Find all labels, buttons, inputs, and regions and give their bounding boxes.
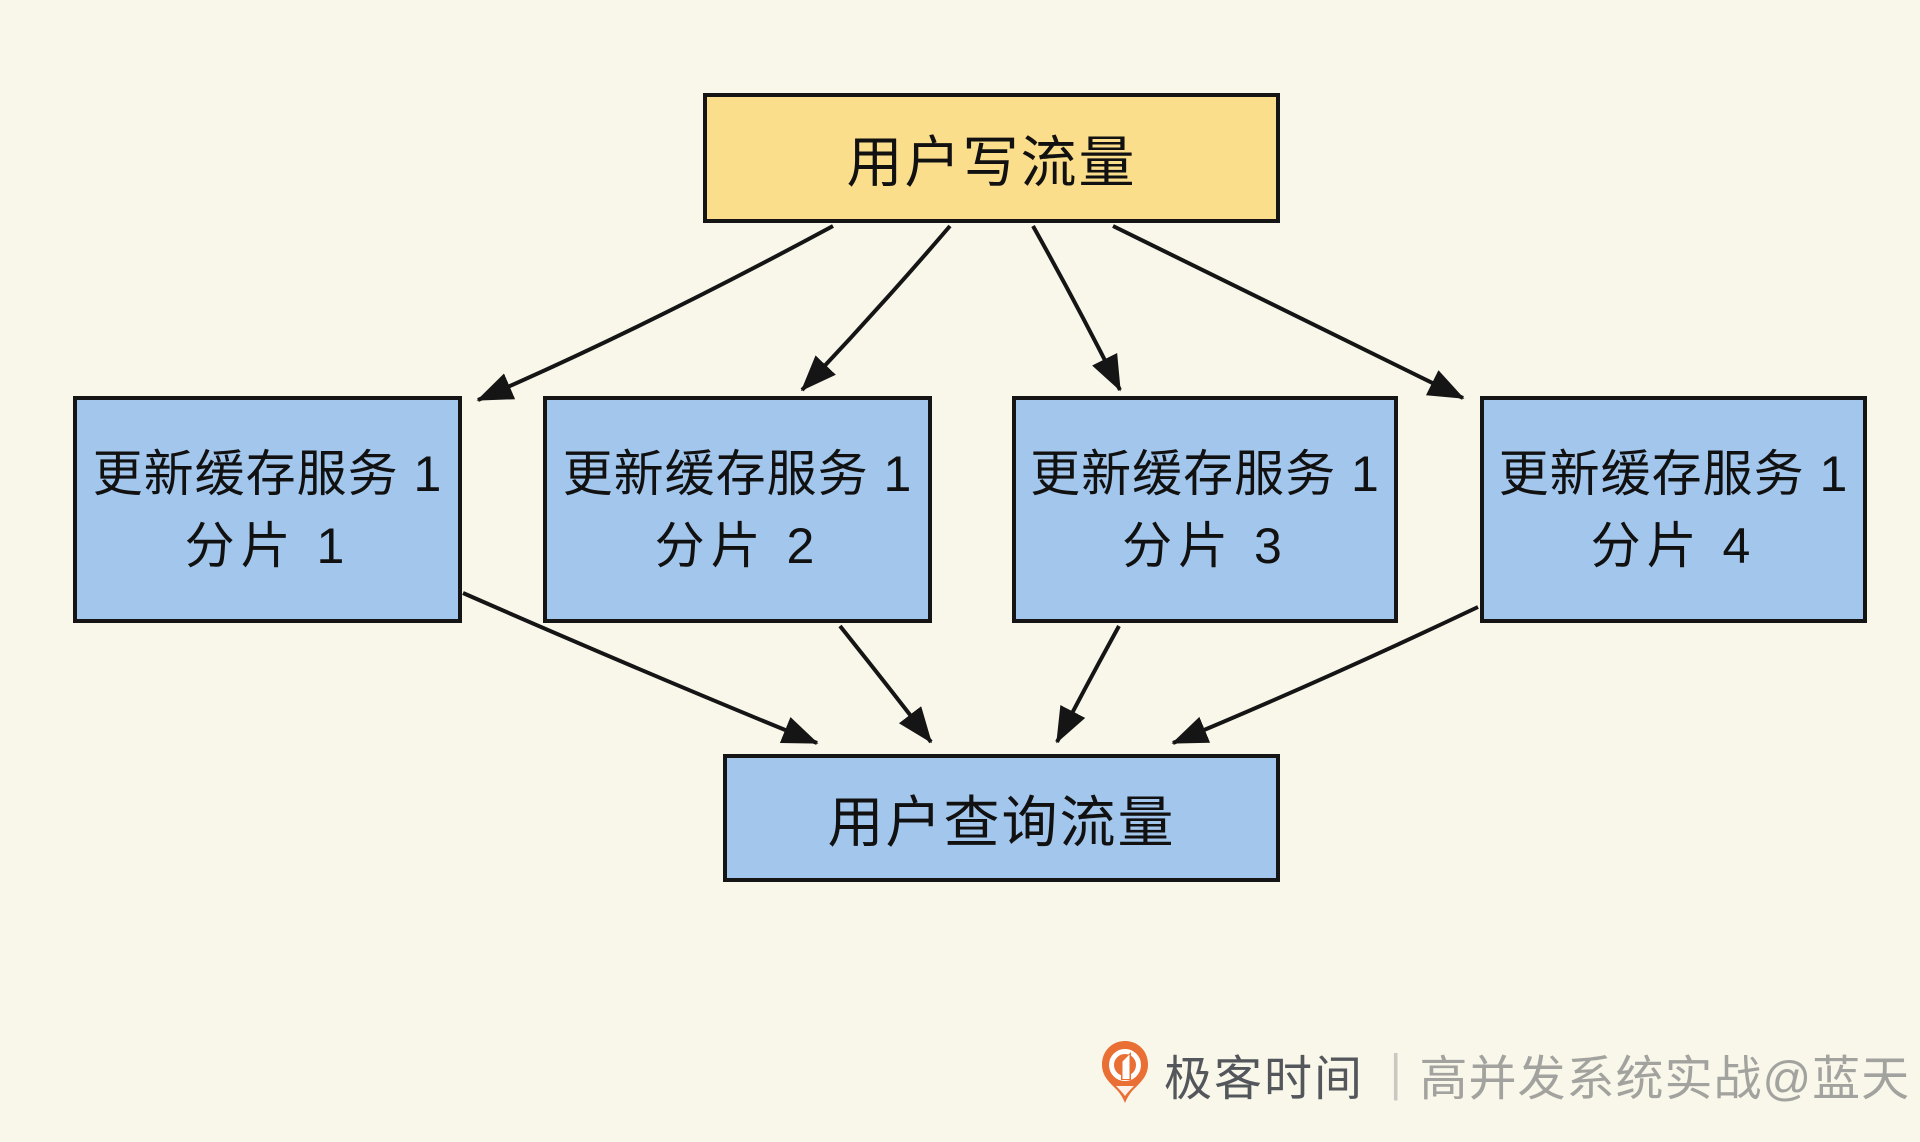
edge-shard3-to-query (1055, 625, 1121, 744)
edge-shard1-to-query (462, 591, 819, 745)
node-label-line2: 分片 4 (1590, 517, 1757, 574)
edge-shard4-to-query (1171, 605, 1479, 745)
node-update-cache-service-shard-3: 更新缓存服务 1 分片 3 (1012, 396, 1398, 623)
brand-text: 极客时间 (1164, 1053, 1365, 1106)
node-user-query-traffic: 用户查询流量 (723, 754, 1280, 882)
edge-shard2-to-query (838, 624, 933, 744)
node-update-cache-service-shard-2: 更新缓存服务 1 分片 2 (543, 396, 932, 623)
node-label-line1: 更新缓存服务 1 (1030, 445, 1380, 502)
node-update-cache-service-shard-4: 更新缓存服务 1 分片 4 (1480, 396, 1867, 623)
node-label: 用户查询流量 (827, 790, 1176, 854)
edge-write-to-shard1 (476, 224, 834, 402)
node-label: 用户写流量 (846, 130, 1137, 194)
node-label-line1: 更新缓存服务 1 (92, 445, 443, 502)
geektime-logo-icon (1102, 1041, 1148, 1103)
edge-write-to-shard3 (1031, 225, 1122, 392)
watermark-footer: 极客时间 | 高并发系统实战@蓝天 (1100, 1036, 1910, 1112)
edge-write-to-shard4 (1112, 224, 1465, 400)
node-user-write-traffic: 用户写流量 (703, 93, 1280, 223)
edge-write-to-shard2 (800, 224, 952, 392)
node-label-line2: 分片 2 (654, 517, 821, 574)
node-label-line2: 分片 3 (1122, 517, 1288, 574)
node-label-line2: 分片 1 (184, 517, 351, 574)
credit-text: 高并发系统实战@蓝天 (1419, 1053, 1911, 1106)
node-update-cache-service-shard-1: 更新缓存服务 1 分片 1 (73, 396, 462, 623)
node-label-line1: 更新缓存服务 1 (562, 445, 913, 502)
separator-bar: | (1390, 1045, 1402, 1102)
node-label-line1: 更新缓存服务 1 (1498, 445, 1849, 502)
